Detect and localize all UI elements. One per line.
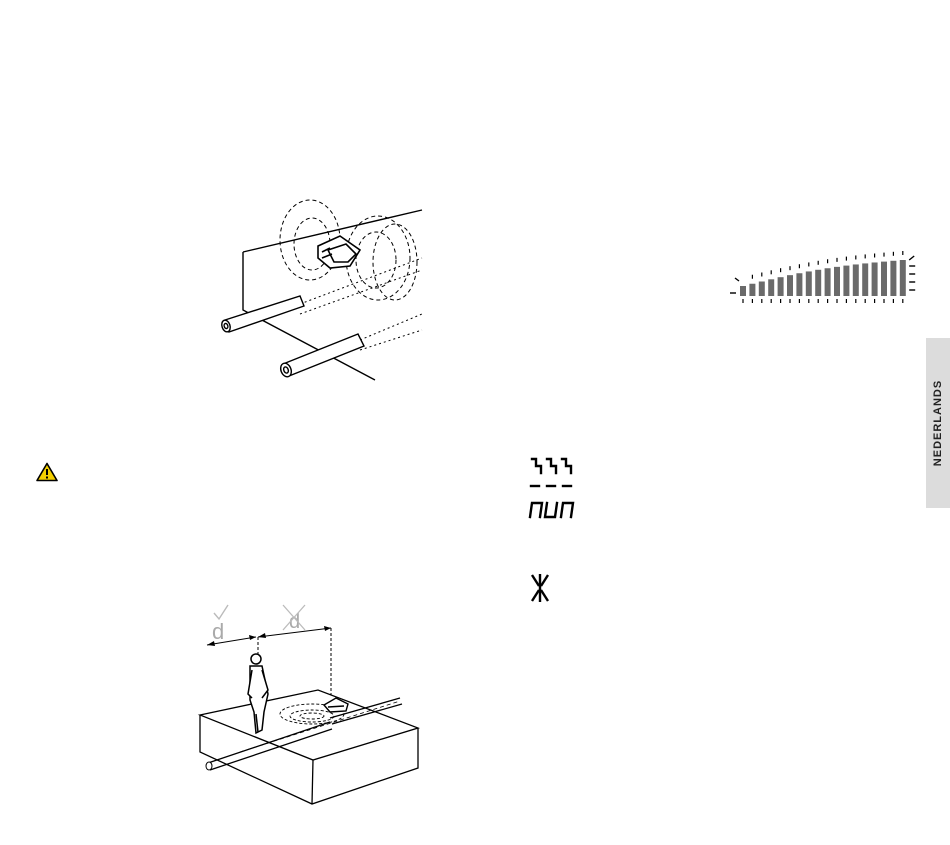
depth-measurement-illustration: d d [195, 600, 425, 810]
bargraph-tick [735, 278, 739, 281]
lcd-display-symbols [527, 455, 579, 521]
bargraph-tick [909, 256, 914, 260]
bargraph-bar [778, 277, 784, 296]
bargraph-bar [749, 284, 755, 296]
bargraph-bar [834, 267, 840, 296]
bargraph-bar [872, 262, 878, 296]
language-tab: NEDERLANDS [926, 338, 950, 508]
signal-field-illustration [210, 190, 430, 385]
bargraph-bar [853, 264, 859, 296]
bargraph-bar [815, 270, 821, 296]
bargraph-bar [890, 261, 896, 296]
bargraph-bar [825, 268, 831, 296]
signal-strength-bargraph-icon [726, 250, 918, 308]
language-tab-label: NEDERLANDS [932, 380, 944, 466]
warning-triangle-icon [36, 462, 58, 482]
bargraph-bar [843, 266, 849, 296]
bargraph-bar [900, 260, 906, 296]
bargraph-bar [768, 279, 774, 296]
bargraph-bar [796, 273, 802, 296]
lcd-flash-symbol [529, 572, 551, 604]
bargraph-bar [862, 263, 868, 296]
bargraph-bar [787, 275, 793, 296]
bargraph-bar [881, 262, 887, 296]
correct-depth-label: d [212, 619, 224, 644]
bargraph-bar [740, 286, 746, 296]
bargraph-bar [806, 271, 812, 296]
bargraph-bar [759, 281, 765, 296]
